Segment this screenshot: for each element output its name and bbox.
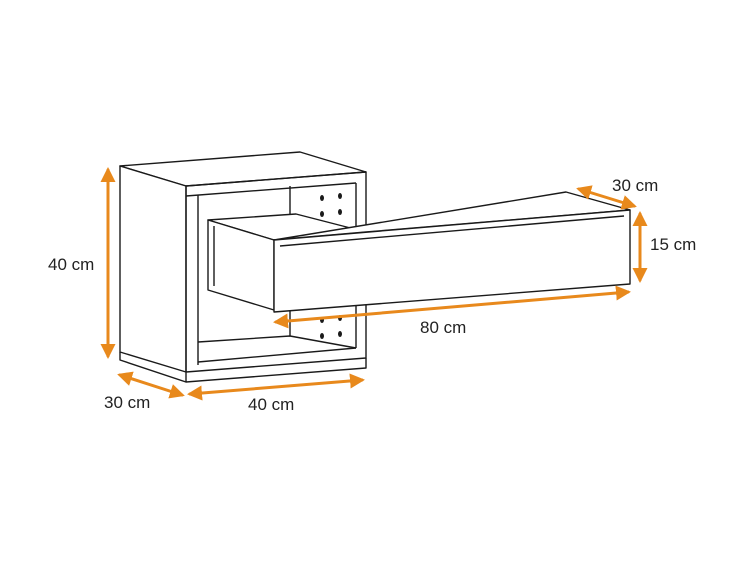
shelf-front-edge — [279, 215, 625, 247]
cube-inner-floor — [197, 335, 357, 349]
label-cube-height: 40 cm — [48, 255, 94, 274]
label-shelf-width: 80 cm — [420, 318, 466, 337]
label-cube-width: 40 cm — [248, 395, 294, 414]
cube-left-panel — [119, 165, 187, 373]
shelf-depth-arrow — [576, 185, 637, 210]
shelf-width-arrow — [273, 285, 631, 329]
cube-depth-arrow — [117, 371, 185, 399]
cube-bottom-inner — [197, 347, 357, 363]
drawer-unit — [207, 191, 631, 313]
cube-top-thickness — [185, 182, 357, 197]
label-cube-depth: 30 cm — [104, 393, 150, 412]
dimension-lines — [100, 167, 648, 401]
label-shelf-depth: 30 cm — [612, 176, 658, 195]
label-shelf-height: 15 cm — [650, 235, 696, 254]
cube-width-arrow — [187, 373, 365, 401]
